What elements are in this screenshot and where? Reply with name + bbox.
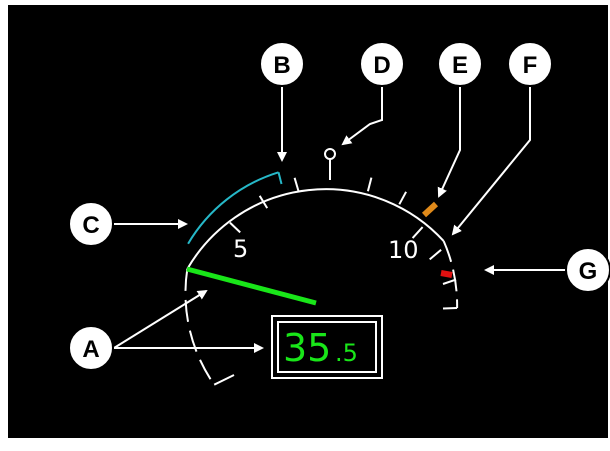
callout-b: B (259, 41, 305, 87)
scale-arc-lower-extension (184, 268, 216, 386)
tick-mark (442, 278, 457, 285)
leader-e (437, 87, 461, 198)
tick-mark (258, 195, 269, 209)
caution-arc (187, 171, 279, 245)
callout-c-circle (68, 201, 114, 247)
callout-b-circle (259, 41, 305, 87)
amber-marker (421, 201, 439, 218)
tick-mark (293, 177, 300, 192)
caution-arc-end (277, 172, 283, 185)
scale-arc-extension (442, 240, 459, 309)
callout-c-label: C (82, 212, 99, 239)
callout-d-label: D (373, 52, 390, 79)
leader-f (451, 87, 531, 236)
readout-decimal-value: .5 (335, 339, 358, 367)
scale-label-10: 10 (388, 236, 419, 264)
lower-arc-end-cap (213, 374, 235, 386)
scale-arc (186, 188, 445, 270)
callout-f-circle (507, 41, 553, 87)
callout-leaders (113, 87, 566, 353)
tick-mark (398, 191, 407, 205)
gauge-pointer (186, 266, 317, 306)
leader-d (341, 87, 383, 146)
callout-e: E (437, 41, 483, 87)
tick-mark (411, 226, 424, 239)
upper-arc-end-cap (442, 307, 458, 310)
callout-g-label: G (579, 258, 598, 285)
leader-a-pointer (113, 289, 208, 349)
callout-g-circle (565, 247, 610, 293)
callout-f: F (507, 41, 553, 87)
reference-marker-circle (324, 148, 336, 160)
callout-g: G (565, 247, 610, 293)
callout-a: A (68, 325, 114, 371)
scale-label-5: 5 (233, 235, 248, 263)
scale-ticks (229, 164, 457, 285)
callout-b-label: B (273, 52, 290, 79)
callout-e-circle (437, 41, 483, 87)
readout-main-value: 35 (283, 326, 331, 370)
tick-mark (229, 221, 241, 234)
readout-box-outer (271, 315, 383, 379)
readout-box-inner (277, 321, 377, 373)
callout-f-label: F (523, 52, 538, 79)
tick-mark (366, 177, 373, 192)
callout-e-label: E (452, 52, 468, 79)
callout-a-circle (68, 325, 114, 371)
red-limit-marker (440, 270, 453, 278)
callout-a-label: A (82, 336, 99, 363)
callout-c: C (68, 201, 114, 247)
callout-d: D (359, 41, 405, 87)
callout-d-circle (359, 41, 405, 87)
tick-mark (429, 249, 442, 261)
